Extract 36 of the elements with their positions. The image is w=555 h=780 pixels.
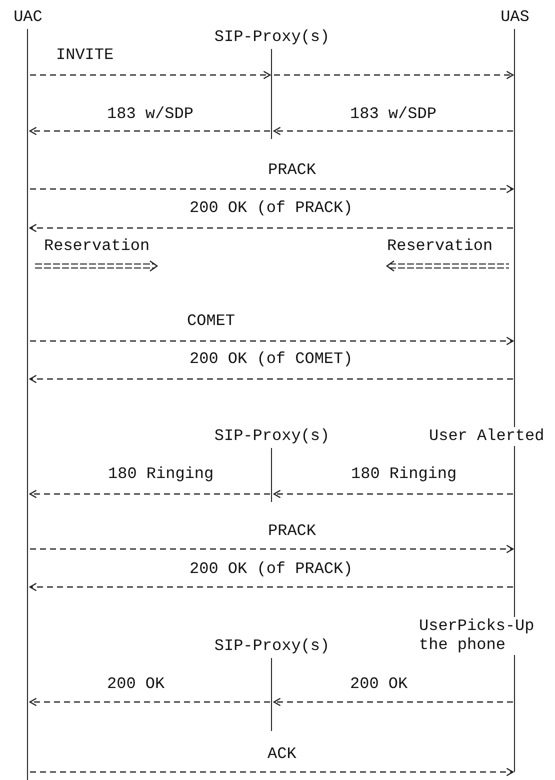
message-label: ACK: [268, 745, 296, 764]
message-label: 180 Ringing: [351, 465, 457, 484]
message-arrow: [30, 544, 514, 554]
message-arrow: [29, 374, 513, 384]
message-label: INVITE: [56, 46, 114, 65]
message-arrow: [30, 768, 514, 776]
message-arrow: [30, 70, 271, 80]
message-arrow: [273, 490, 513, 498]
message-arrow: [29, 582, 513, 592]
message-label: 183 w/SDP: [350, 105, 436, 124]
message-arrow: [274, 70, 514, 80]
message-label: PRACK: [268, 161, 316, 180]
message-arrow: [273, 698, 513, 706]
annotation-text: UserPicks-Up the phone: [419, 617, 534, 655]
message-label: PRACK: [268, 522, 316, 541]
participant-label: UAC: [12, 8, 44, 27]
message-label: 200 OK (of PRACK): [190, 560, 353, 579]
participant-label: UAS: [500, 8, 530, 27]
message-arrow: [273, 126, 513, 136]
message-label: 200 OK (of PRACK): [190, 199, 353, 218]
message-arrow: [30, 184, 514, 194]
participant-label: SIP-Proxy(s): [213, 637, 331, 656]
message-arrow: [29, 224, 513, 232]
message-arrow: [29, 126, 270, 136]
participant-label: SIP-Proxy(s): [213, 28, 331, 47]
annotation-text: User Alerted: [429, 427, 544, 446]
message-label: 200 OK: [107, 675, 165, 694]
message-label: 200 OK (of COMET): [190, 350, 353, 369]
message-label: COMET: [187, 312, 236, 331]
message-arrow: [29, 698, 270, 706]
participant-label: SIP-Proxy(s): [213, 427, 331, 446]
message-label: 180 Ringing: [108, 465, 214, 484]
message-label: 183 w/SDP: [107, 105, 194, 124]
message-arrow: [30, 336, 514, 346]
message-arrow: [29, 490, 270, 498]
message-label: 200 OK: [350, 675, 408, 694]
